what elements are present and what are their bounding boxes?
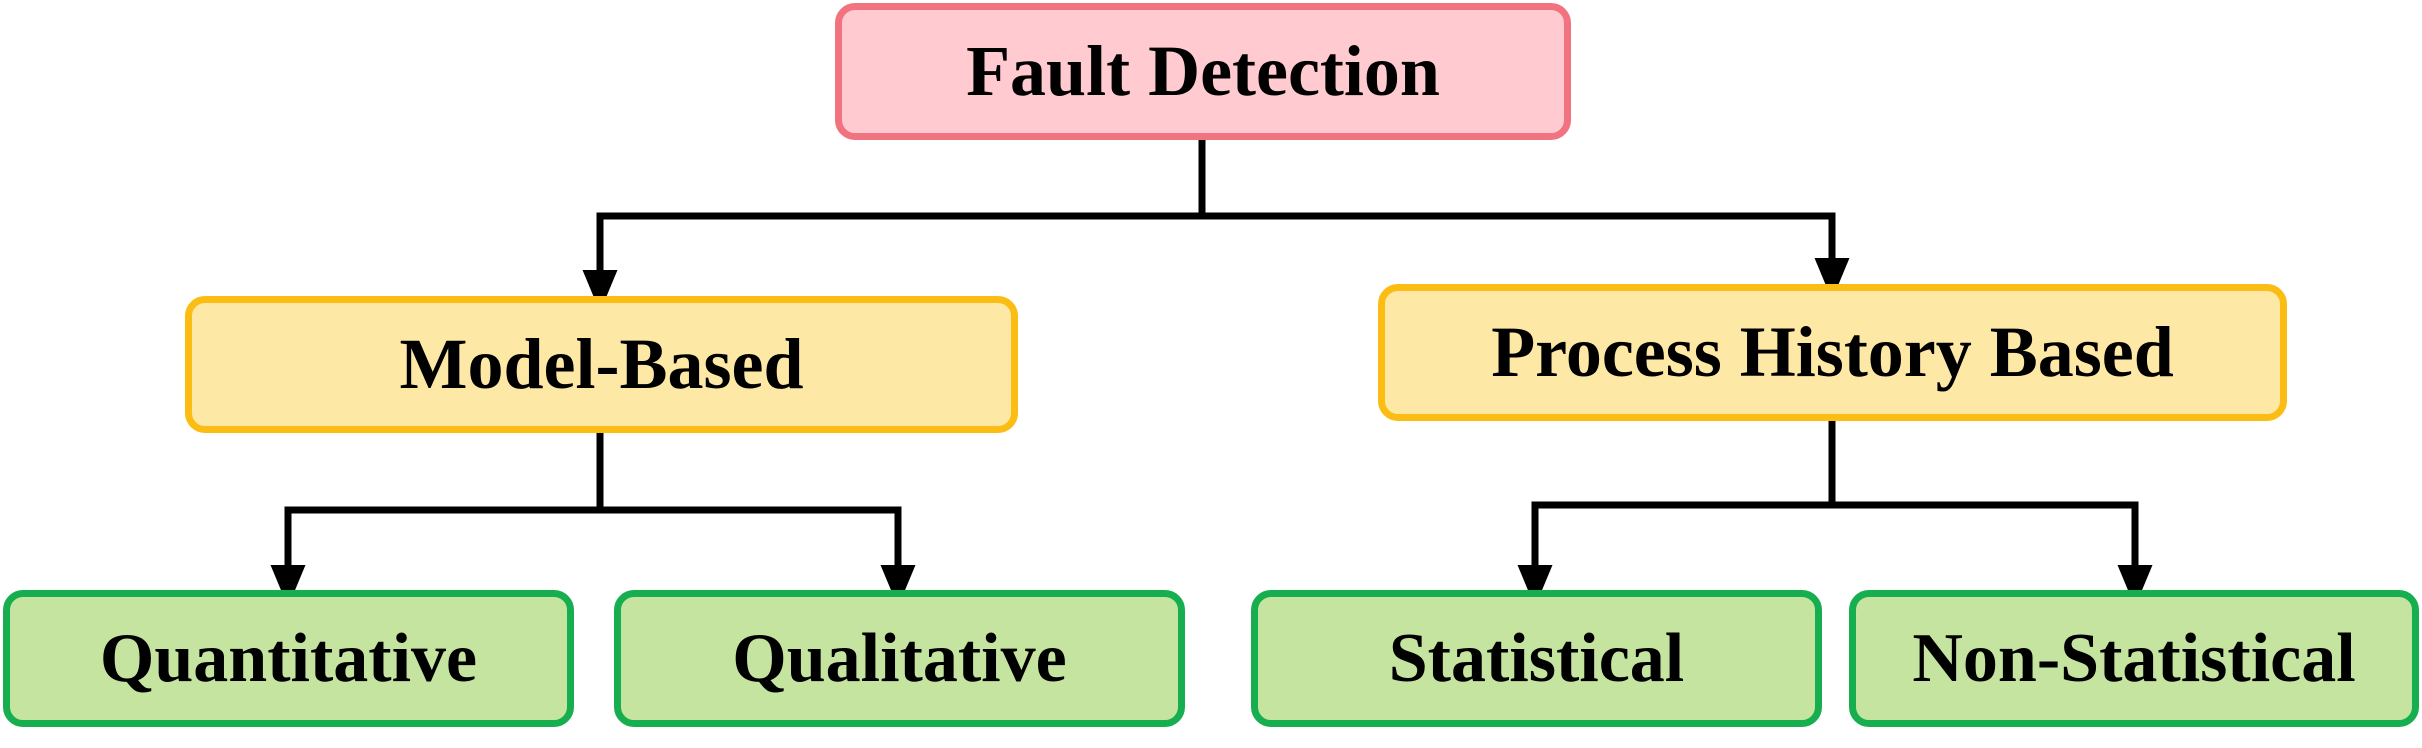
node-qualitative: Qualitative (614, 590, 1185, 727)
node-qualitative-label: Qualitative (732, 619, 1067, 697)
node-quantitative: Quantitative (3, 590, 574, 727)
connector-model-based-to-qualitative (600, 506, 916, 607)
connector-process-history-to-non-statistical (1832, 501, 2153, 607)
root-node-fault-detection: Fault Detection (835, 3, 1571, 140)
node-process-history-based: Process History Based (1378, 284, 2287, 421)
node-non-statistical: Non-Statistical (1849, 590, 2419, 727)
node-non-statistical-label: Non-Statistical (1912, 619, 2356, 697)
node-statistical: Statistical (1251, 590, 1822, 727)
connector-root-to-model-based (582, 140, 1206, 312)
node-model-based-label: Model-Based (399, 324, 804, 404)
root-node-label: Fault Detection (966, 31, 1440, 111)
connector-process-history-to-statistical (1517, 421, 1836, 607)
node-quantitative-label: Quantitative (99, 619, 478, 697)
node-model-based: Model-Based (185, 296, 1018, 433)
node-process-history-based-label: Process History Based (1491, 312, 2174, 392)
connector-model-based-to-quantitative (270, 433, 604, 607)
connector-root-to-process-history (1202, 212, 1850, 300)
node-statistical-label: Statistical (1388, 619, 1685, 697)
